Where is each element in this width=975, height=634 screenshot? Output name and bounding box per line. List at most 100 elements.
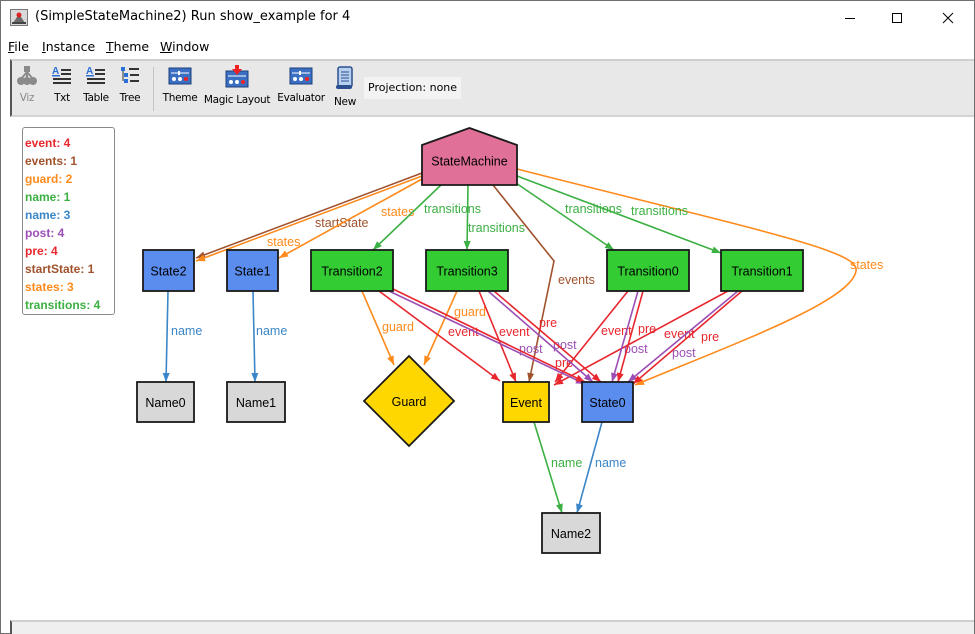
arrowhead-icon: [251, 372, 259, 382]
node-name2[interactable]: Name2: [541, 512, 601, 554]
edge-line: [493, 290, 602, 383]
legend-item-transitions: transitions: 4: [25, 298, 101, 312]
edge-name-state1-to-name1: name: [251, 290, 287, 383]
node-name1[interactable]: Name1: [226, 381, 286, 423]
legend-item-name-3: name: 3: [25, 208, 71, 222]
node-label: State0: [589, 396, 625, 410]
minimize-button[interactable]: [827, 1, 873, 34]
menu-instance[interactable]: Instance: [42, 39, 96, 54]
edge-label: events: [558, 273, 595, 287]
node-shape: [362, 354, 456, 448]
node-label: Transition0: [617, 265, 678, 279]
node-shape: [425, 249, 509, 292]
table-button[interactable]: A Table: [83, 66, 109, 104]
node-shape: [720, 249, 804, 292]
edge-line: [553, 290, 729, 386]
edge-label: post: [624, 342, 648, 356]
edge-label: transitions: [631, 204, 688, 218]
edge-line: [533, 421, 563, 514]
edge-label: transitions: [424, 202, 481, 216]
node-guard[interactable]: Guard: [362, 354, 456, 448]
arrowhead-icon: [591, 373, 601, 382]
toolbar: Viz A Txt A Table: [10, 59, 974, 117]
svg-text:A: A: [52, 66, 59, 77]
title-bar[interactable]: (SimpleStateMachine2) Run show_example f…: [1, 1, 974, 34]
edge-transitions-statemachine-to-transition0: transitions: [512, 180, 622, 251]
node-transition0[interactable]: Transition0: [606, 249, 690, 292]
edge-label: guard: [382, 320, 414, 334]
node-shape: [502, 381, 550, 423]
node-transition3[interactable]: Transition3: [425, 249, 509, 292]
tree-button[interactable]: Tree: [117, 63, 143, 115]
edge-line: [388, 290, 586, 385]
close-icon: [942, 12, 954, 23]
evaluator-button[interactable]: Evaluator: [276, 63, 326, 115]
node-state1[interactable]: State1: [226, 249, 279, 292]
arrowhead-icon: [556, 503, 563, 513]
node-label: Event: [510, 396, 542, 410]
svg-text:A: A: [86, 66, 93, 77]
graph-canvas[interactable]: event: 4 events: 1 guard: 2 name: 1 name…: [12, 119, 974, 619]
edge-line: [423, 290, 458, 366]
txt-button[interactable]: A Txt: [50, 63, 74, 115]
legend-item-events: events: 1: [25, 154, 78, 168]
minimize-icon: [845, 17, 855, 19]
scroll-icon: [336, 66, 353, 89]
arrowhead-icon: [711, 246, 721, 254]
table-view-icon: A: [86, 66, 105, 84]
arrowhead-icon: [490, 372, 500, 381]
legend-item-startstate: startState: 1: [25, 262, 95, 276]
node-statemachine[interactable]: StateMachine: [421, 127, 518, 186]
menu-file[interactable]: File: [8, 39, 29, 54]
arrowhead-icon: [576, 503, 583, 513]
node-label: Name2: [551, 527, 591, 541]
edge-label: states: [381, 205, 414, 219]
close-button[interactable]: [925, 1, 971, 34]
maximize-button[interactable]: [874, 1, 920, 34]
edge-events-statemachine-to-event: events: [492, 184, 595, 383]
magic-layout-button[interactable]: Magic Layout: [204, 63, 270, 115]
menu-theme[interactable]: Theme: [106, 39, 150, 54]
edge-line: [576, 421, 603, 514]
edge-label: post: [672, 346, 696, 360]
edge-label: post: [553, 338, 577, 352]
arrowhead-icon: [616, 372, 624, 382]
node-transition2[interactable]: Transition2: [310, 249, 394, 292]
node-label: Transition1: [731, 265, 792, 279]
edge-label: name: [595, 456, 626, 470]
arrowhead-icon: [554, 377, 564, 385]
edge-line: [466, 184, 469, 251]
node-name0[interactable]: Name0: [136, 381, 195, 423]
node-state0[interactable]: State0: [581, 381, 634, 423]
node-shape: [581, 381, 634, 423]
node-label: Transition3: [436, 265, 497, 279]
edge-line: [278, 178, 423, 259]
arrowhead-icon: [633, 375, 643, 384]
evaluator-icon: [289, 67, 313, 85]
new-button[interactable]: New: [331, 63, 359, 115]
edge-line: [487, 290, 594, 383]
edge-label: states: [850, 258, 883, 272]
window-title: (SimpleStateMachine2) Run show_example f…: [35, 9, 351, 24]
node-state2[interactable]: State2: [142, 249, 195, 292]
viz-button[interactable]: Viz: [16, 63, 38, 115]
legend-item-event: event: 4: [25, 136, 71, 150]
node-event[interactable]: Event: [502, 381, 550, 423]
edge-line: [361, 290, 395, 366]
arrowhead-icon: [463, 240, 471, 250]
node-shape: [606, 249, 690, 292]
node-transition1[interactable]: Transition1: [720, 249, 804, 292]
edge-line: [611, 290, 639, 383]
edge-pre-transition3-to-state0: pre: [493, 290, 602, 383]
arrowhead-icon: [279, 250, 289, 258]
menu-window[interactable]: Window: [160, 39, 210, 54]
theme-button[interactable]: Theme: [161, 63, 199, 115]
edge-label: transitions: [468, 221, 525, 235]
edge-label: pre: [638, 322, 656, 336]
edge-transitions-statemachine-to-transition2: transitions: [372, 184, 481, 251]
arrowhead-icon: [424, 355, 431, 365]
edge-event-transition0-to-event: event: [554, 290, 632, 383]
node-shape: [541, 512, 601, 554]
edge-pre-transition2-to-state0: pre: [392, 288, 586, 383]
edge-transitions-statemachine-to-transition1: transitions: [516, 175, 722, 254]
